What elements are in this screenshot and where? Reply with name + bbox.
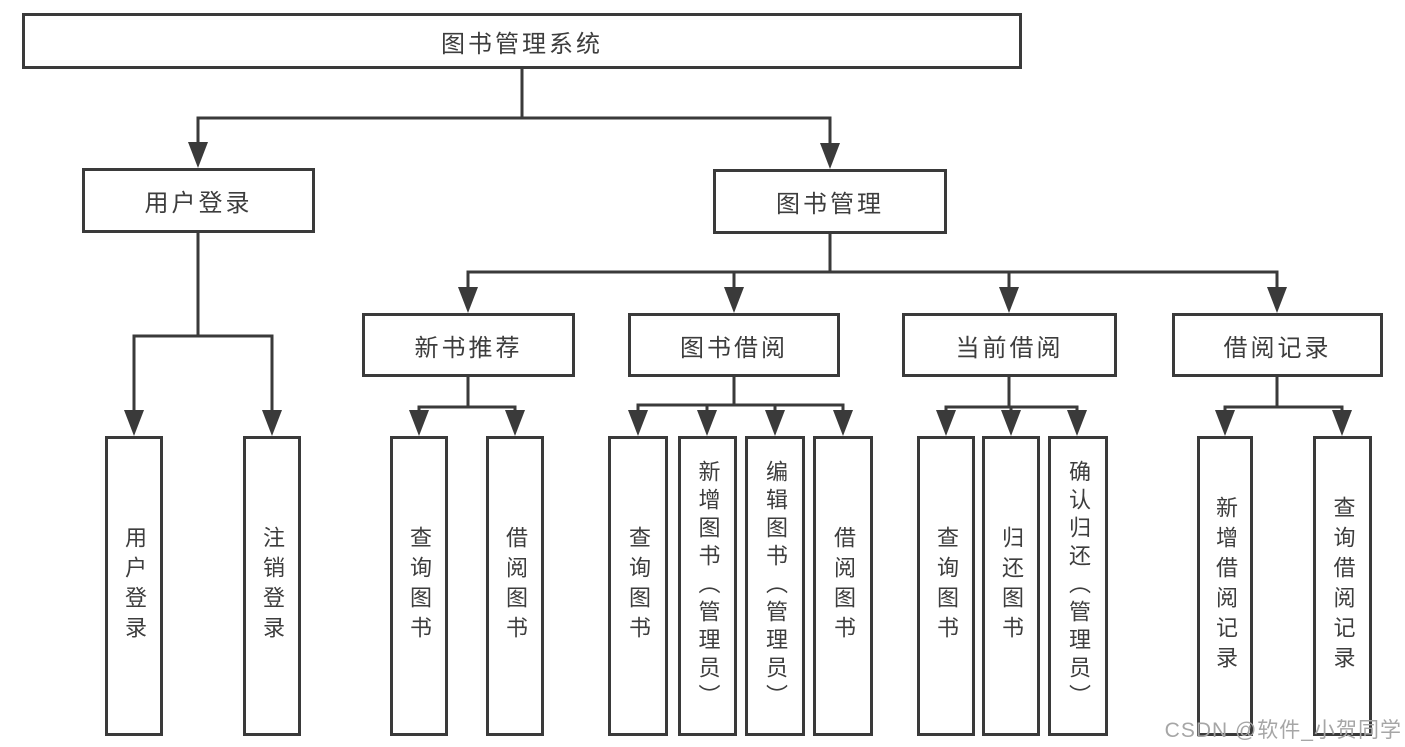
node-new-book-recommend-label: 新书推荐 [414, 334, 523, 362]
leaf-recommend-borrow-books-label: 借阅图书 [503, 526, 528, 646]
node-user-login-label: 用户登录 [144, 190, 253, 217]
node-new-book-recommend: 新书推荐 [362, 313, 575, 377]
node-root: 图书管理系统 [22, 13, 1022, 69]
leaf-user-login: 用户登录 [105, 436, 163, 736]
leaf-borrow-borrow-books-label: 借阅图书 [831, 526, 856, 646]
node-book-management: 图书管理 [713, 169, 947, 234]
leaf-borrow-query-books-label: 查询图书 [626, 526, 651, 646]
leaf-borrow-edit-books-admin-label: 编辑图书（管理员） [763, 460, 788, 712]
leaf-borrow-add-books-admin: 新增图书（管理员） [678, 436, 737, 736]
leaf-current-query-books: 查询图书 [917, 436, 975, 736]
node-book-borrow: 图书借阅 [628, 313, 840, 377]
watermark: CSDN @软件_小贺同学 [1164, 719, 1402, 742]
leaf-logout-label: 注销登录 [260, 526, 285, 646]
leaf-records-query-record-label: 查询借阅记录 [1330, 496, 1356, 676]
leaf-records-query-record: 查询借阅记录 [1313, 436, 1372, 736]
node-user-login: 用户登录 [82, 168, 315, 233]
leaf-borrow-add-books-admin-label: 新增图书（管理员） [695, 460, 721, 712]
leaf-logout: 注销登录 [243, 436, 301, 736]
node-current-borrow-label: 当前借阅 [955, 334, 1064, 362]
leaf-current-confirm-return-admin: 确认归还（管理员） [1048, 436, 1108, 736]
node-book-management-label: 图书管理 [776, 191, 884, 218]
leaf-recommend-borrow-books: 借阅图书 [486, 436, 544, 736]
leaf-current-query-books-label: 查询图书 [934, 526, 959, 646]
leaf-records-add-record-label: 新增借阅记录 [1213, 496, 1238, 676]
node-borrow-records-label: 借阅记录 [1223, 334, 1332, 362]
node-root-label: 图书管理系统 [441, 30, 603, 58]
leaf-current-return-books: 归还图书 [982, 436, 1040, 736]
leaf-borrow-edit-books-admin: 编辑图书（管理员） [745, 436, 805, 736]
leaf-recommend-query-books-label: 查询图书 [407, 526, 432, 646]
node-book-borrow-label: 图书借阅 [680, 334, 788, 362]
leaf-recommend-query-books: 查询图书 [390, 436, 448, 736]
leaf-user-login-label: 用户登录 [122, 526, 147, 646]
leaf-current-confirm-return-admin-label: 确认归还（管理员） [1066, 460, 1091, 712]
leaf-current-return-books-label: 归还图书 [999, 526, 1024, 646]
node-borrow-records: 借阅记录 [1172, 313, 1383, 377]
leaf-borrow-query-books: 查询图书 [608, 436, 668, 736]
node-current-borrow: 当前借阅 [902, 313, 1117, 377]
leaf-records-add-record: 新增借阅记录 [1197, 436, 1253, 736]
leaf-borrow-borrow-books: 借阅图书 [813, 436, 873, 736]
